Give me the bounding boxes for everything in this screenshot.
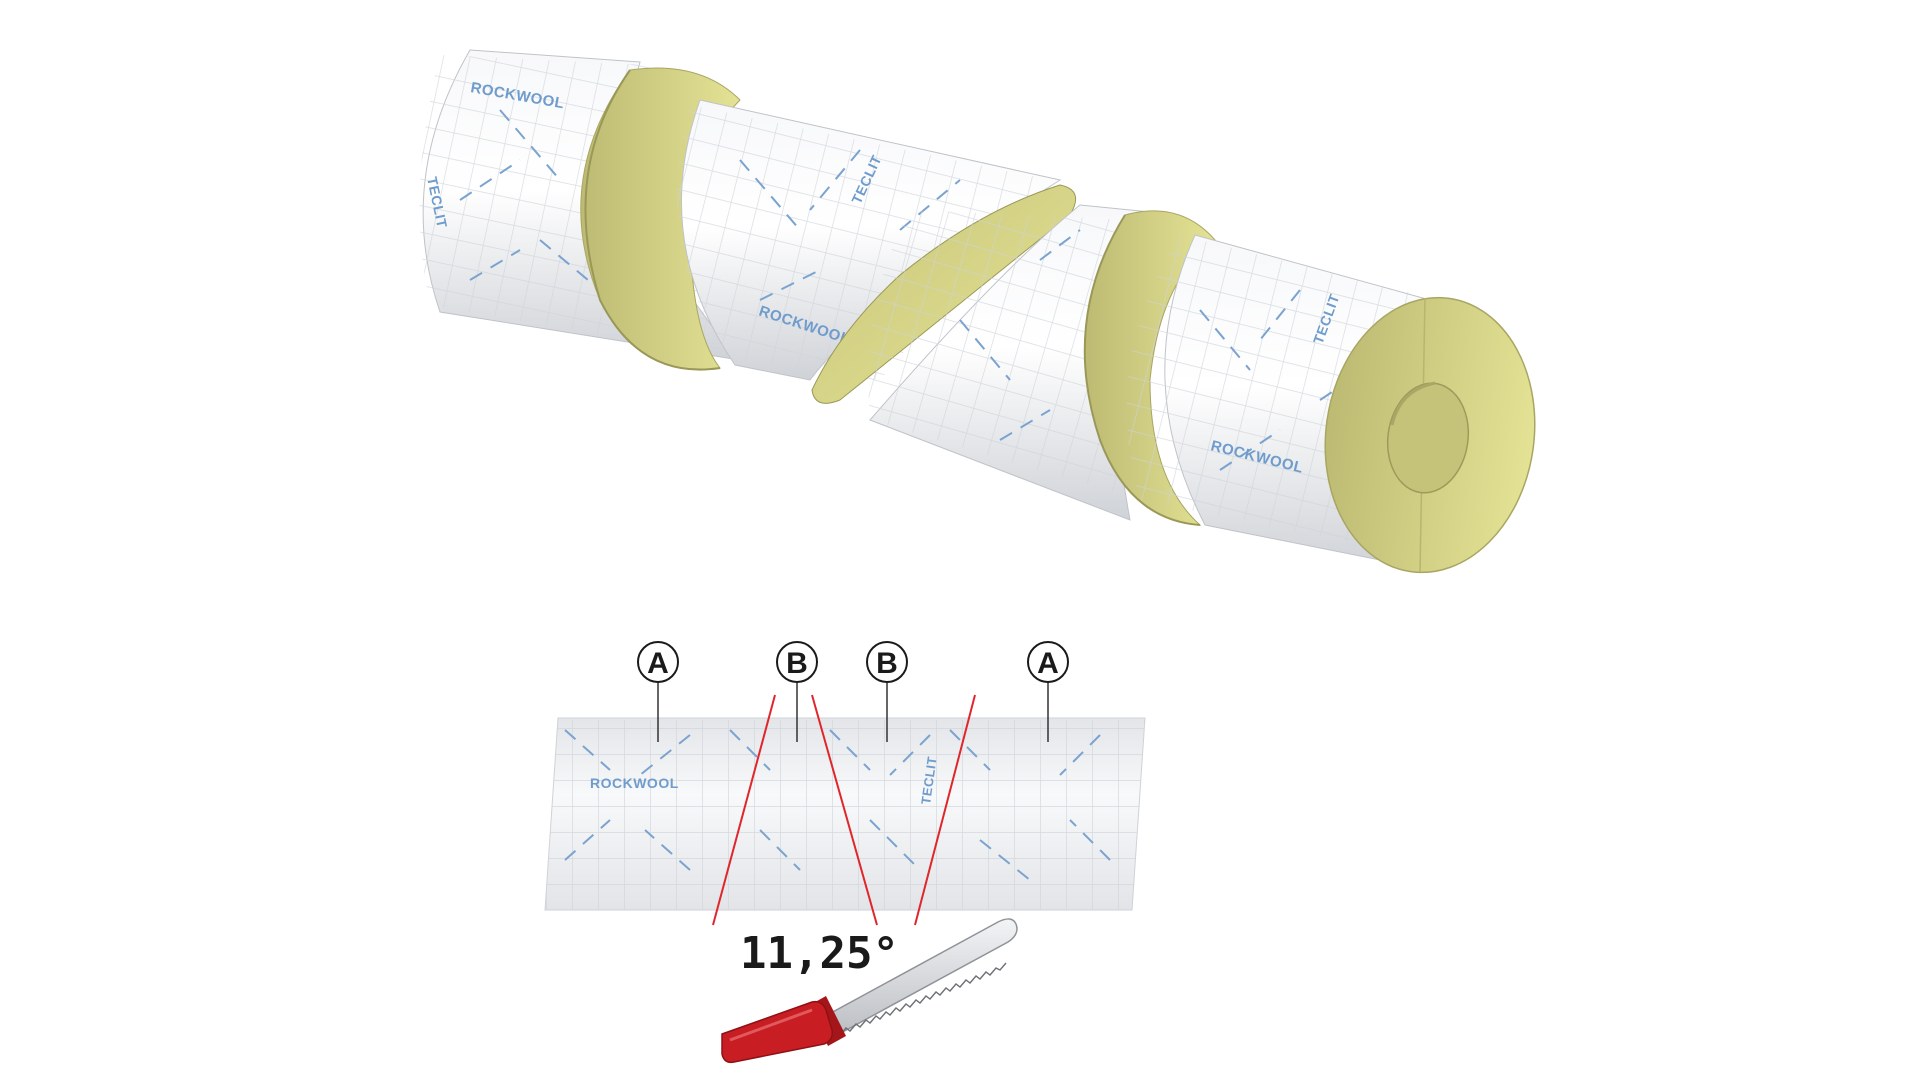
knife-handle [721,1000,834,1064]
knife-blade [817,918,1018,1042]
callout-leaders [657,680,1049,742]
callout-b-right: B [866,641,908,683]
cut-line-2 [811,694,878,926]
cut-line-3 [914,694,976,926]
callout-label: B [876,647,898,680]
callout-a-right: A [1027,641,1069,683]
cut-line-1 [712,694,776,926]
callout-label: B [786,647,808,680]
serrated-knife-icon [721,918,1018,1064]
cut-angle-label: 11,25° [740,928,899,979]
pipe-bore [1386,382,1470,494]
cut-lines [712,694,976,926]
pipe-illustration: ROCKWOOL TECLIT ROCKWOOL TECLIT [419,49,1536,574]
callout-a-left: A [637,641,679,683]
cutting-layout: ROCKWOOL TECLIT A B B [544,641,1146,1064]
pipe-end-face [1324,296,1536,574]
callout-label: A [1037,647,1059,680]
brand-label: ROCKWOOL [590,775,679,791]
product-label: TECLIT [918,755,940,805]
callout-label: A [647,647,669,680]
callout-b-left: B [776,641,818,683]
